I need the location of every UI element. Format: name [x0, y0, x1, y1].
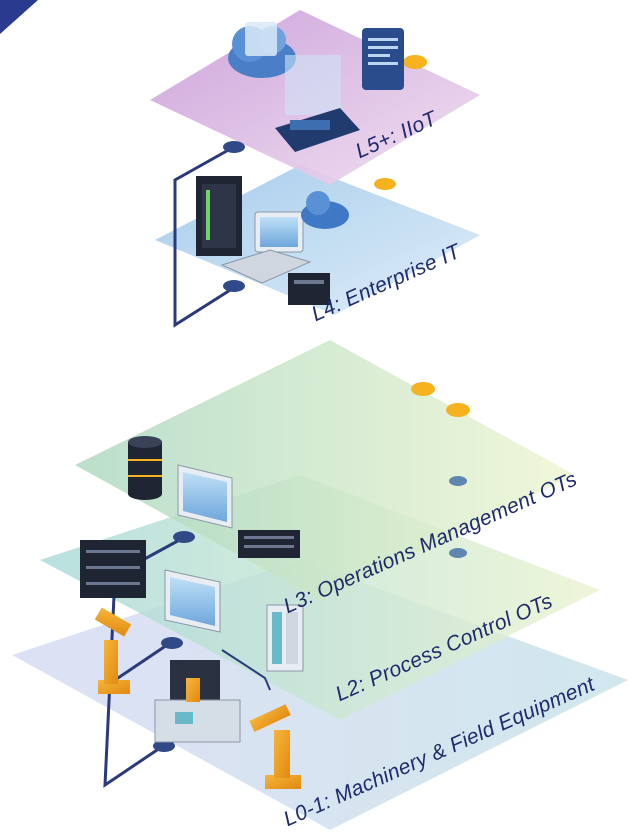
connector-node — [161, 637, 183, 649]
status-dot — [446, 403, 470, 417]
connector-node — [449, 548, 467, 558]
robot-arm-icon — [249, 704, 301, 789]
laptop-icon — [220, 211, 312, 284]
server-rack-icon — [238, 530, 300, 558]
status-dot — [411, 382, 435, 396]
cloud-icon — [228, 22, 296, 78]
status-dot — [374, 178, 396, 190]
connector-line — [173, 146, 236, 328]
monitor-icon — [177, 464, 233, 529]
status-dot — [403, 55, 427, 69]
layer-plane-l3 — [75, 340, 575, 600]
server-rack-icon — [80, 540, 146, 598]
cnc-machine-icon — [154, 660, 241, 743]
database-icon — [128, 436, 162, 500]
robot-arm-icon — [94, 607, 132, 694]
connector-node — [223, 141, 245, 153]
nas-icon — [288, 273, 330, 305]
server-rack-icon — [196, 176, 242, 256]
monitor-icon — [164, 569, 221, 633]
connector-cable — [221, 649, 271, 691]
corner-accent — [0, 0, 38, 34]
connector-node — [153, 740, 175, 752]
document-icon — [362, 28, 404, 90]
connector-line-mid — [114, 641, 171, 682]
cloud-icon — [301, 191, 349, 229]
connector-node — [173, 531, 195, 543]
control-cabinet-icon — [266, 604, 304, 672]
connector-node — [223, 280, 245, 292]
connector-node — [449, 476, 467, 486]
dashboard-icon — [275, 55, 360, 152]
